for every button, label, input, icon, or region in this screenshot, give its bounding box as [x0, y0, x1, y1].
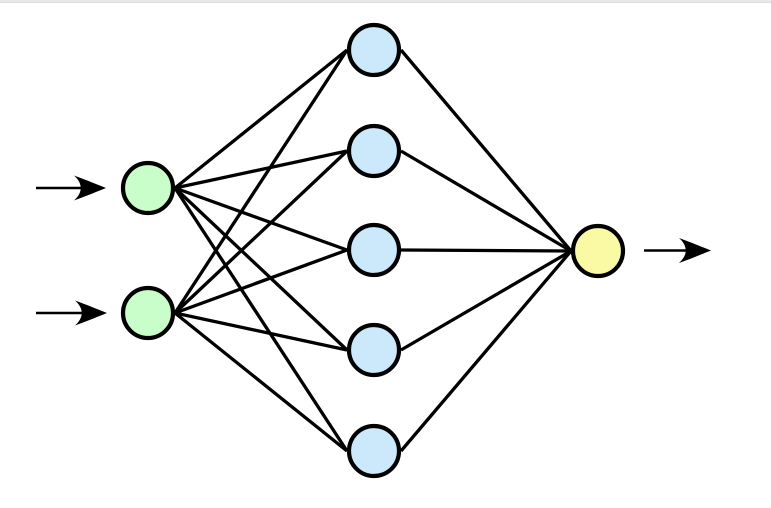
- edge-input-1-hidden-2: [174, 149, 348, 190]
- edge-input-2-hidden-5: [173, 311, 349, 453]
- edge-input-1-hidden-5: [173, 187, 349, 452]
- edge-input-1-hidden-3: [174, 186, 348, 252]
- input-arrow-1-head: [74, 175, 106, 201]
- hidden-1-node: [346, 22, 402, 78]
- input-arrow-2-head: [75, 300, 107, 326]
- window-top-edge: [0, 0, 771, 3]
- hidden-2-node: [346, 123, 402, 179]
- hidden-3-node: [346, 222, 402, 278]
- edge-input-2-hidden-2: [173, 149, 349, 315]
- edge-hidden-3-output-1: [400, 248, 572, 253]
- edge-input-1-hidden-1: [173, 48, 349, 190]
- hidden-4-node: [346, 322, 402, 378]
- edge-hidden-4-output-1: [400, 249, 572, 352]
- edge-hidden-5-output-1: [399, 249, 573, 453]
- edge-input-2-hidden-4: [174, 311, 348, 352]
- output-arrow-head: [679, 238, 711, 263]
- edge-hidden-1-output-1: [399, 48, 573, 253]
- output-1-node: [570, 223, 626, 279]
- input-2-node: [120, 285, 176, 341]
- edge-input-1-hidden-4: [173, 186, 349, 352]
- edge-input-2-hidden-1: [173, 49, 349, 314]
- edge-input-2-hidden-3: [174, 248, 348, 315]
- input-1-node: [120, 160, 176, 216]
- hidden-5-node: [346, 423, 402, 479]
- edge-hidden-2-output-1: [400, 149, 572, 253]
